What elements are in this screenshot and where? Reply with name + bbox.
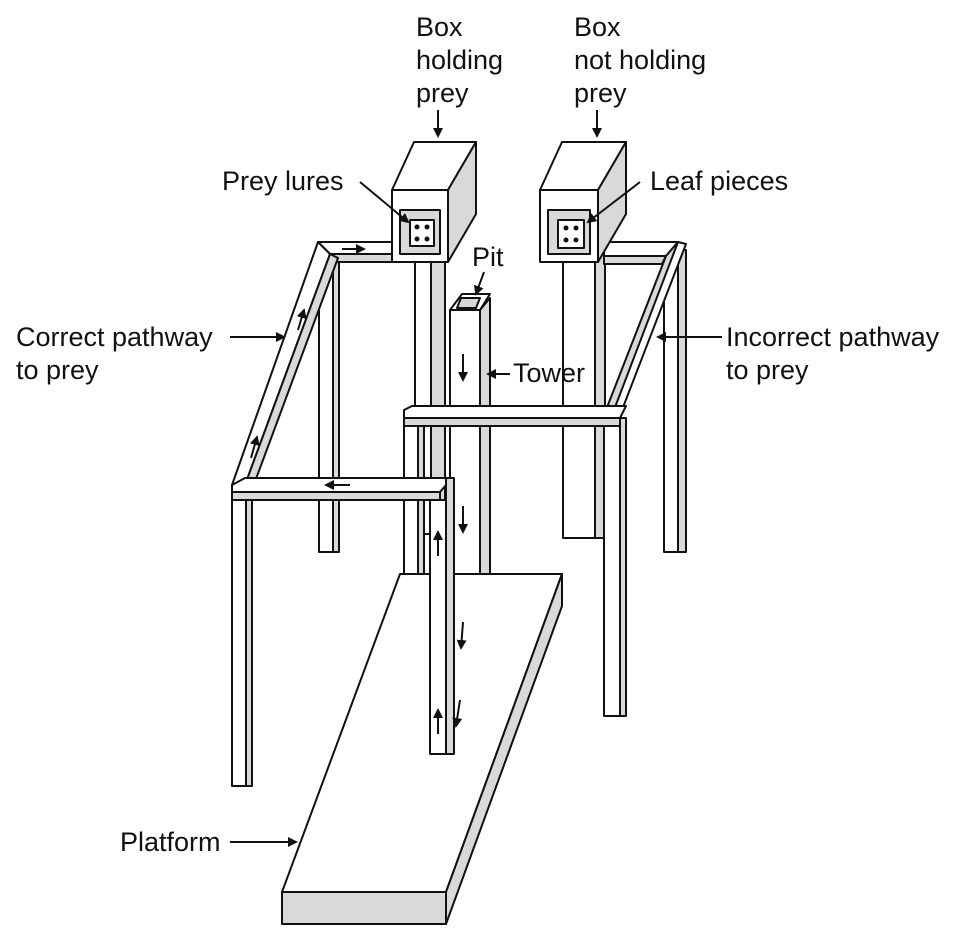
leaf-piece-plate [557,219,585,249]
box-holding-line-1: Box [416,12,463,42]
incorrect-pathway-line-2: to prey [726,355,809,385]
box-not-holding-line-2: not holding [574,45,706,75]
correct-pathway-front-frame [231,477,455,787]
leaf-piece-dots [563,225,579,243]
column-under-box-not-holding [562,253,606,539]
box-holding-line-3: prey [416,78,469,108]
platform [281,573,563,925]
tower [449,293,491,613]
box-not-holding-line-3: prey [574,78,627,108]
platform-label: Platform [120,827,221,857]
text-labels: Box holding prey Box not holding prey Pr… [16,12,940,857]
label-pointers [230,110,722,847]
prey-lure-dots [414,224,430,242]
incorrect-pathway-line-1: Incorrect pathway [726,322,940,352]
pit-label: Pit [472,242,504,272]
leaf-pieces-label: Leaf pieces [650,166,788,196]
box-holding-line-2: holding [416,45,503,75]
tower-label: Tower [513,358,585,388]
correct-pathway-line-2: to prey [16,355,99,385]
arrow-left-up-1 [296,308,307,331]
arrow-down-2 [456,621,467,650]
arrow-down-3 [452,699,463,728]
pit-opening [456,297,481,309]
box-holding-prey [391,141,477,263]
path-arrows [249,244,468,734]
prey-lures-label: Prey lures [222,166,344,196]
correct-pathway-rear-frame [231,241,393,553]
pointer-pit [474,271,485,296]
arrow-left-up-2 [249,435,260,459]
box-not-holding-line-1: Box [574,12,621,42]
pointer-leaf-pieces [586,181,641,224]
correct-pathway-line-1: Correct pathway [16,322,213,352]
pointer-prey-lures [359,181,410,224]
box-not-holding-prey [539,141,627,263]
prey-lure-plate [409,219,435,247]
